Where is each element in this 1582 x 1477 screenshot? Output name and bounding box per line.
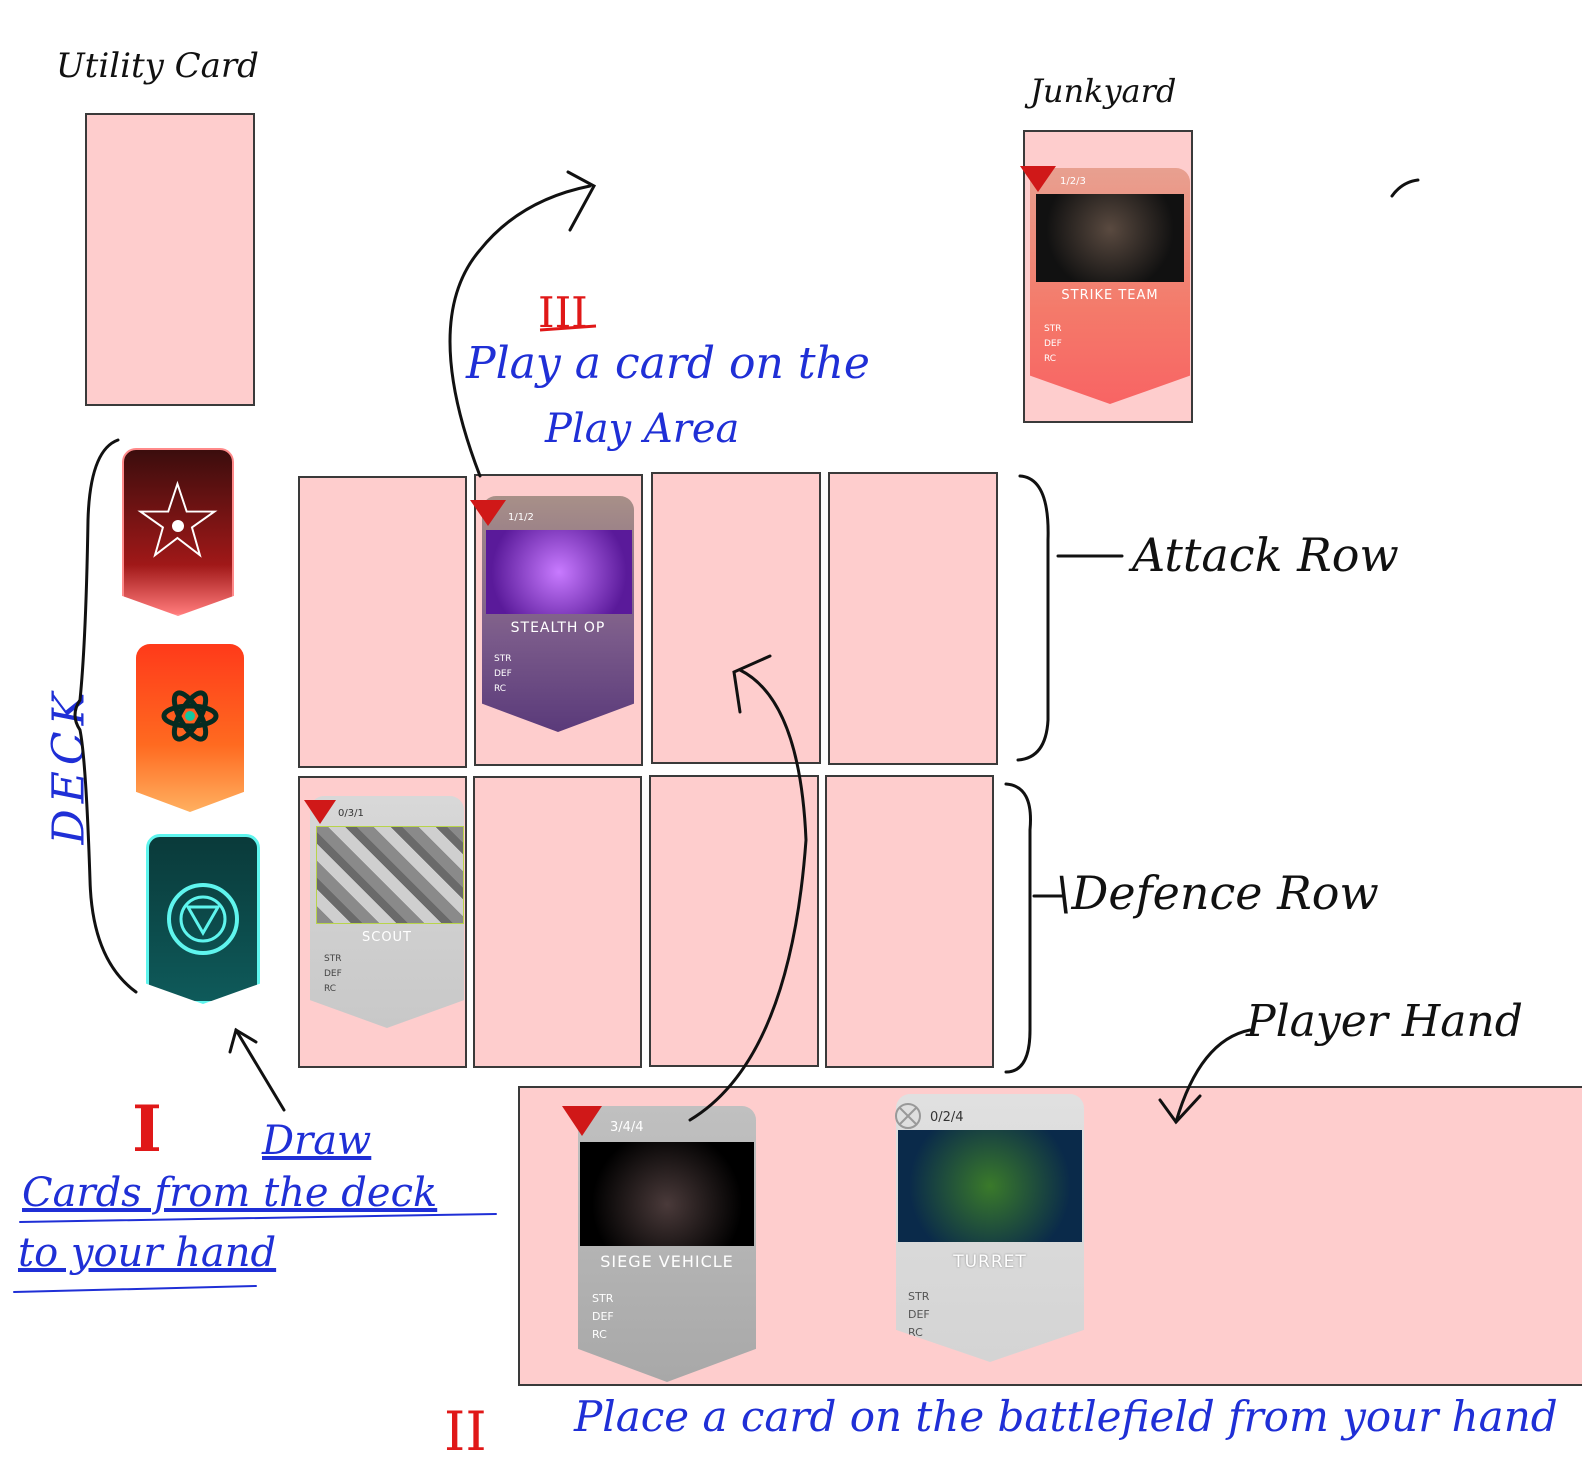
scout-card[interactable]: 0/3/1 SCOUT STR DEF RC: [310, 796, 464, 1028]
str-label: STR: [1044, 324, 1062, 334]
card-stats: 0/3/1: [338, 808, 364, 819]
card-art: [580, 1142, 754, 1246]
step1-numeral: I: [132, 1092, 162, 1167]
card-name: STEALTH OP: [510, 620, 606, 636]
def-label: DEF: [908, 1308, 930, 1321]
step1-line3: to your hand: [18, 1230, 277, 1276]
junkyard-label: Junkyard: [1030, 72, 1177, 110]
card-art: [486, 530, 632, 614]
pentagram-icon: [137, 480, 218, 558]
step1-line2: Cards from the deck: [22, 1170, 438, 1216]
rc-label: RC: [494, 684, 507, 694]
faction-icon: [1020, 166, 1056, 192]
strike-team-card[interactable]: 1/2/3 STRIKE TEAM STR DEF RC: [1030, 168, 1190, 404]
stealth-op-card[interactable]: 1/1/2 STEALTH OP STR DEF RC: [482, 496, 634, 732]
def-label: DEF: [494, 669, 512, 679]
deck-card-3[interactable]: [146, 834, 260, 1004]
neutral-faction-icon: [895, 1103, 921, 1129]
card-name: STRIKE TEAM: [1061, 288, 1159, 303]
card-name: TURRET: [953, 1252, 1027, 1272]
str-label: STR: [324, 954, 342, 964]
rc-label: RC: [592, 1328, 607, 1341]
turret-card[interactable]: 0/2/4 TURRET STR DEF RC: [896, 1094, 1084, 1362]
def-label: DEF: [592, 1310, 614, 1323]
deck-card-2[interactable]: [136, 644, 244, 812]
utility-card-slot[interactable]: [85, 113, 255, 406]
card-art: [316, 826, 464, 924]
rc-label: RC: [324, 984, 337, 994]
card-art: [898, 1130, 1082, 1242]
step3-line2: Play Area: [545, 406, 740, 452]
attack-slot-4[interactable]: [828, 472, 998, 765]
defence-row-label: \Defence Row: [1056, 866, 1379, 920]
attack-row-label: Attack Row: [1132, 528, 1399, 582]
def-label: DEF: [324, 969, 342, 979]
card-stats: 0/2/4: [930, 1110, 964, 1125]
defence-slot-4[interactable]: [825, 775, 994, 1068]
card-art: [1036, 194, 1184, 282]
player-hand-label: Player Hand: [1246, 996, 1523, 1047]
deck-card-1[interactable]: [122, 448, 234, 616]
attack-slot-3[interactable]: [651, 472, 821, 764]
rc-label: RC: [1044, 354, 1057, 364]
faction-icon: [304, 800, 336, 824]
utility-card-label: Utility Card: [56, 46, 259, 86]
faction-icon: [562, 1106, 602, 1136]
defence-slot-3[interactable]: [649, 775, 819, 1067]
defence-slot-2[interactable]: [473, 776, 642, 1068]
siege-vehicle-card[interactable]: 3/4/4 SIEGE VEHICLE STR DEF RC: [578, 1106, 756, 1382]
atom-icon: [161, 690, 219, 742]
step2-numeral: II: [444, 1400, 487, 1463]
faction-icon: [470, 500, 506, 526]
str-label: STR: [592, 1292, 614, 1305]
step2-text: Place a card on the battlefield from you…: [574, 1392, 1558, 1441]
attack-slot-1[interactable]: [298, 476, 467, 768]
arc-reactor-icon: [167, 883, 239, 955]
step3-line1: Play a card on the: [466, 338, 870, 389]
card-name: SCOUT: [361, 930, 413, 945]
def-label: DEF: [1044, 339, 1062, 349]
str-label: STR: [494, 654, 512, 664]
card-stats: 3/4/4: [610, 1120, 644, 1135]
card-stats: 1/1/2: [508, 512, 534, 523]
card-name: SIEGE VEHICLE: [600, 1252, 734, 1271]
step1-line1: Draw: [262, 1118, 372, 1164]
str-label: STR: [908, 1290, 930, 1303]
card-stats: 1/2/3: [1060, 176, 1086, 187]
